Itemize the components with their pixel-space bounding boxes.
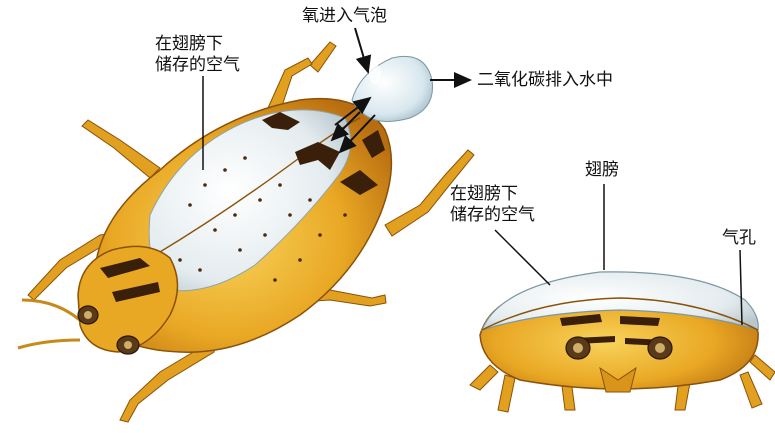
label-oxygen-in-bubble: 氧进入气泡: [302, 6, 387, 27]
label-co2-to-water: 二氧化碳排入水中: [477, 70, 613, 91]
air-bubble: [352, 56, 433, 121]
label-spiracle: 气孔: [722, 228, 756, 249]
beetle-top-view: [18, 28, 474, 422]
label-air-under-wings-top: 在翅膀下 储存的空气: [155, 34, 240, 76]
leader-line-air-side: [495, 230, 550, 285]
oxygen-arrow: [355, 28, 368, 72]
label-wings: 翅膀: [585, 160, 619, 181]
label-air-under-wings-side: 在翅膀下 储存的空气: [450, 184, 535, 226]
